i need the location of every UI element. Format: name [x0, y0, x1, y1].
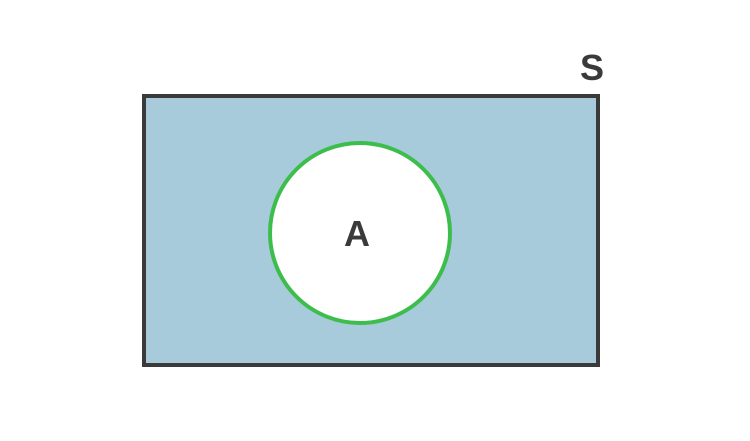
universal-set-label: S [580, 47, 604, 88]
set-a-circle [268, 141, 452, 325]
set-a-label: A [344, 213, 370, 254]
